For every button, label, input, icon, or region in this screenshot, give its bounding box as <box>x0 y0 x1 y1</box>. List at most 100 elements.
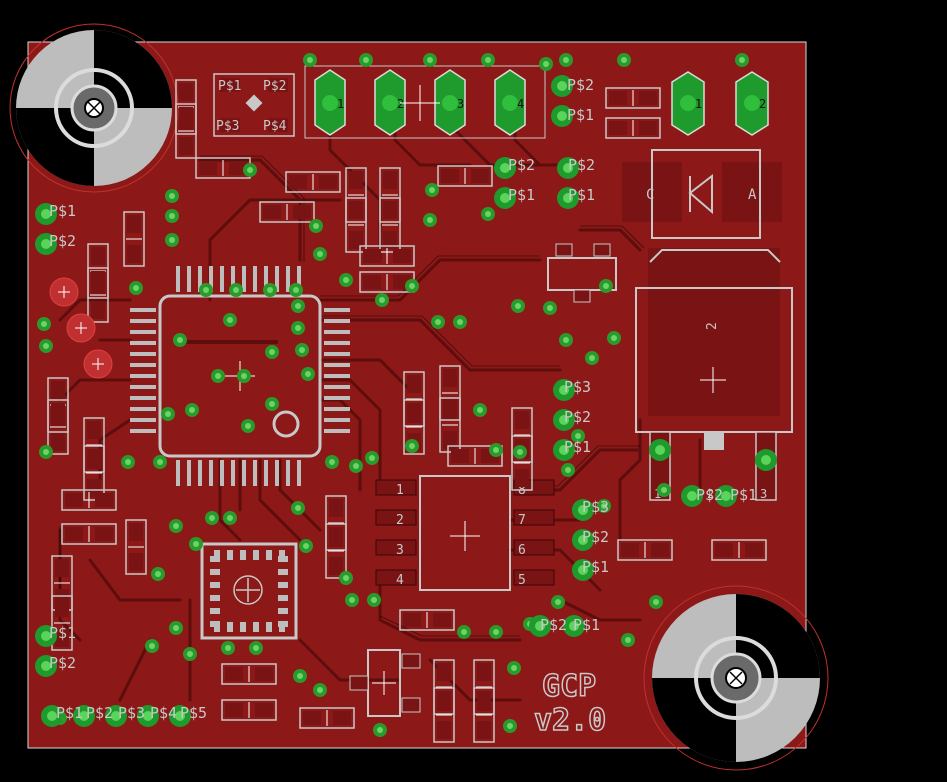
header-pin-2[interactable] <box>374 69 406 136</box>
qfp-pin <box>130 319 156 323</box>
tp-label-center-right-1: P$3 <box>564 378 591 396</box>
power-pin-1[interactable] <box>671 71 705 136</box>
qfn-pad <box>214 550 220 560</box>
qfn-pad <box>278 608 288 614</box>
qfp-pin <box>264 460 268 486</box>
test-point-labels: P$2 P$1 P$2 P$1 P$2 P$1 P$1 P$2 P$3 P$2 … <box>49 76 757 722</box>
diode: C A <box>622 149 782 239</box>
tp-label-top-right-a-1: P$2 <box>567 76 594 94</box>
qfp-pin <box>324 363 350 367</box>
qfn-pad <box>253 550 259 560</box>
qfp-pin <box>130 396 156 400</box>
qfn-pad <box>278 569 288 575</box>
smd-passive <box>51 595 73 651</box>
qfp-pin <box>286 266 290 292</box>
smd-passive <box>437 165 493 187</box>
qfp-pin <box>130 374 156 378</box>
regulator-tab-label: 2 <box>705 322 720 330</box>
qfp-pin <box>324 385 350 389</box>
trace-clearance-lines <box>59 155 645 637</box>
qfp-pin <box>187 266 191 292</box>
header-pin-3[interactable] <box>434 69 466 136</box>
header-pin-label-2: 2 <box>397 97 404 111</box>
board-version: v2.0 <box>534 703 606 738</box>
smd-passive <box>259 201 315 223</box>
qfp-pin <box>176 460 180 486</box>
tp-label-mid-b-1: P$2 <box>568 156 595 174</box>
smd-passive <box>61 523 117 545</box>
tp-label-right-lower-1: P$3 <box>582 498 609 516</box>
tp-label-right-lower-2: P$2 <box>582 528 609 546</box>
header-connector: 1 2 3 4 <box>304 65 546 139</box>
qfp-pin <box>130 308 156 312</box>
smd-passive <box>221 663 277 685</box>
soic-pad <box>513 569 555 586</box>
qfp-pin <box>209 266 213 292</box>
qfn-pad <box>210 569 220 575</box>
soic-pad <box>375 479 417 496</box>
qfp-pin <box>324 319 350 323</box>
tp-label-bottom-row-3: P$3 <box>118 704 145 722</box>
soic-pin-5: 5 <box>518 573 526 588</box>
tp-label-mid-a-2: P$1 <box>508 186 535 204</box>
qfp-pin <box>220 460 224 486</box>
smd-passive <box>83 445 105 501</box>
smd-passive <box>325 523 347 579</box>
regulator-pin-label-2: 2 <box>707 487 714 501</box>
qfp-pin <box>324 407 350 411</box>
header-pin-label-3: 3 <box>457 97 464 111</box>
soic8-chip: 1 2 3 4 8 7 6 5 <box>375 475 555 591</box>
qfp-pin <box>198 266 202 292</box>
qfp-pin <box>130 407 156 411</box>
soic-pin-6: 6 <box>518 543 526 558</box>
qfn-pad <box>266 622 272 632</box>
qfn-pad <box>210 621 220 627</box>
qfp-pin <box>130 385 156 389</box>
smd-passive <box>299 707 355 729</box>
soic-pad <box>375 569 417 586</box>
tp-label-bottom-row-1: P$1 <box>56 704 83 722</box>
qfn-pad <box>227 622 233 632</box>
tp-label-mid-a-1: P$2 <box>508 156 535 174</box>
qfp-pin <box>209 460 213 486</box>
qfp-pin <box>187 460 191 486</box>
soic-pad <box>375 539 417 556</box>
qfn-pad <box>240 550 246 560</box>
round-pads-left <box>49 277 113 379</box>
smd-passive <box>605 117 661 139</box>
sot23-transistor <box>547 243 617 303</box>
qfp-pin <box>253 266 257 292</box>
board-outline <box>27 41 807 749</box>
tp-label-reg-2: P$1 <box>730 486 757 504</box>
qfp-pin <box>264 266 268 292</box>
quad-pad-label-3: P$3 <box>216 119 239 134</box>
board-title-block: GCP v2.0 <box>533 668 607 739</box>
qfn-pad <box>210 582 220 588</box>
qfp-pin <box>297 266 301 292</box>
smd-passive <box>123 211 145 267</box>
smd-passive <box>359 245 415 267</box>
tp-label-left-a-2: P$2 <box>49 232 76 250</box>
header-pin-1[interactable] <box>314 69 346 136</box>
smd-passive <box>433 687 455 743</box>
qfp-pin <box>324 308 350 312</box>
qfn-pad <box>278 582 288 588</box>
tp-label-left-b-2: P$2 <box>49 654 76 672</box>
qfp-pin <box>130 363 156 367</box>
smd-passive <box>221 699 277 721</box>
qfp-pin <box>130 330 156 334</box>
smd-passive <box>511 435 533 491</box>
mounting-hole-top-left <box>9 23 179 193</box>
diode-cathode-label: C <box>646 187 654 203</box>
power-pin-2[interactable] <box>735 71 769 136</box>
tp-label-right-lower-3: P$1 <box>582 558 609 576</box>
soic-pad <box>513 509 555 526</box>
smd-passive <box>473 687 495 743</box>
tp-label-bottom-row-5: P$5 <box>180 704 207 722</box>
qfn-pad <box>227 550 233 560</box>
test-points <box>35 75 777 727</box>
header-pin-4[interactable] <box>494 69 526 136</box>
smd-passive <box>175 103 197 159</box>
qfp-pin <box>220 266 224 292</box>
